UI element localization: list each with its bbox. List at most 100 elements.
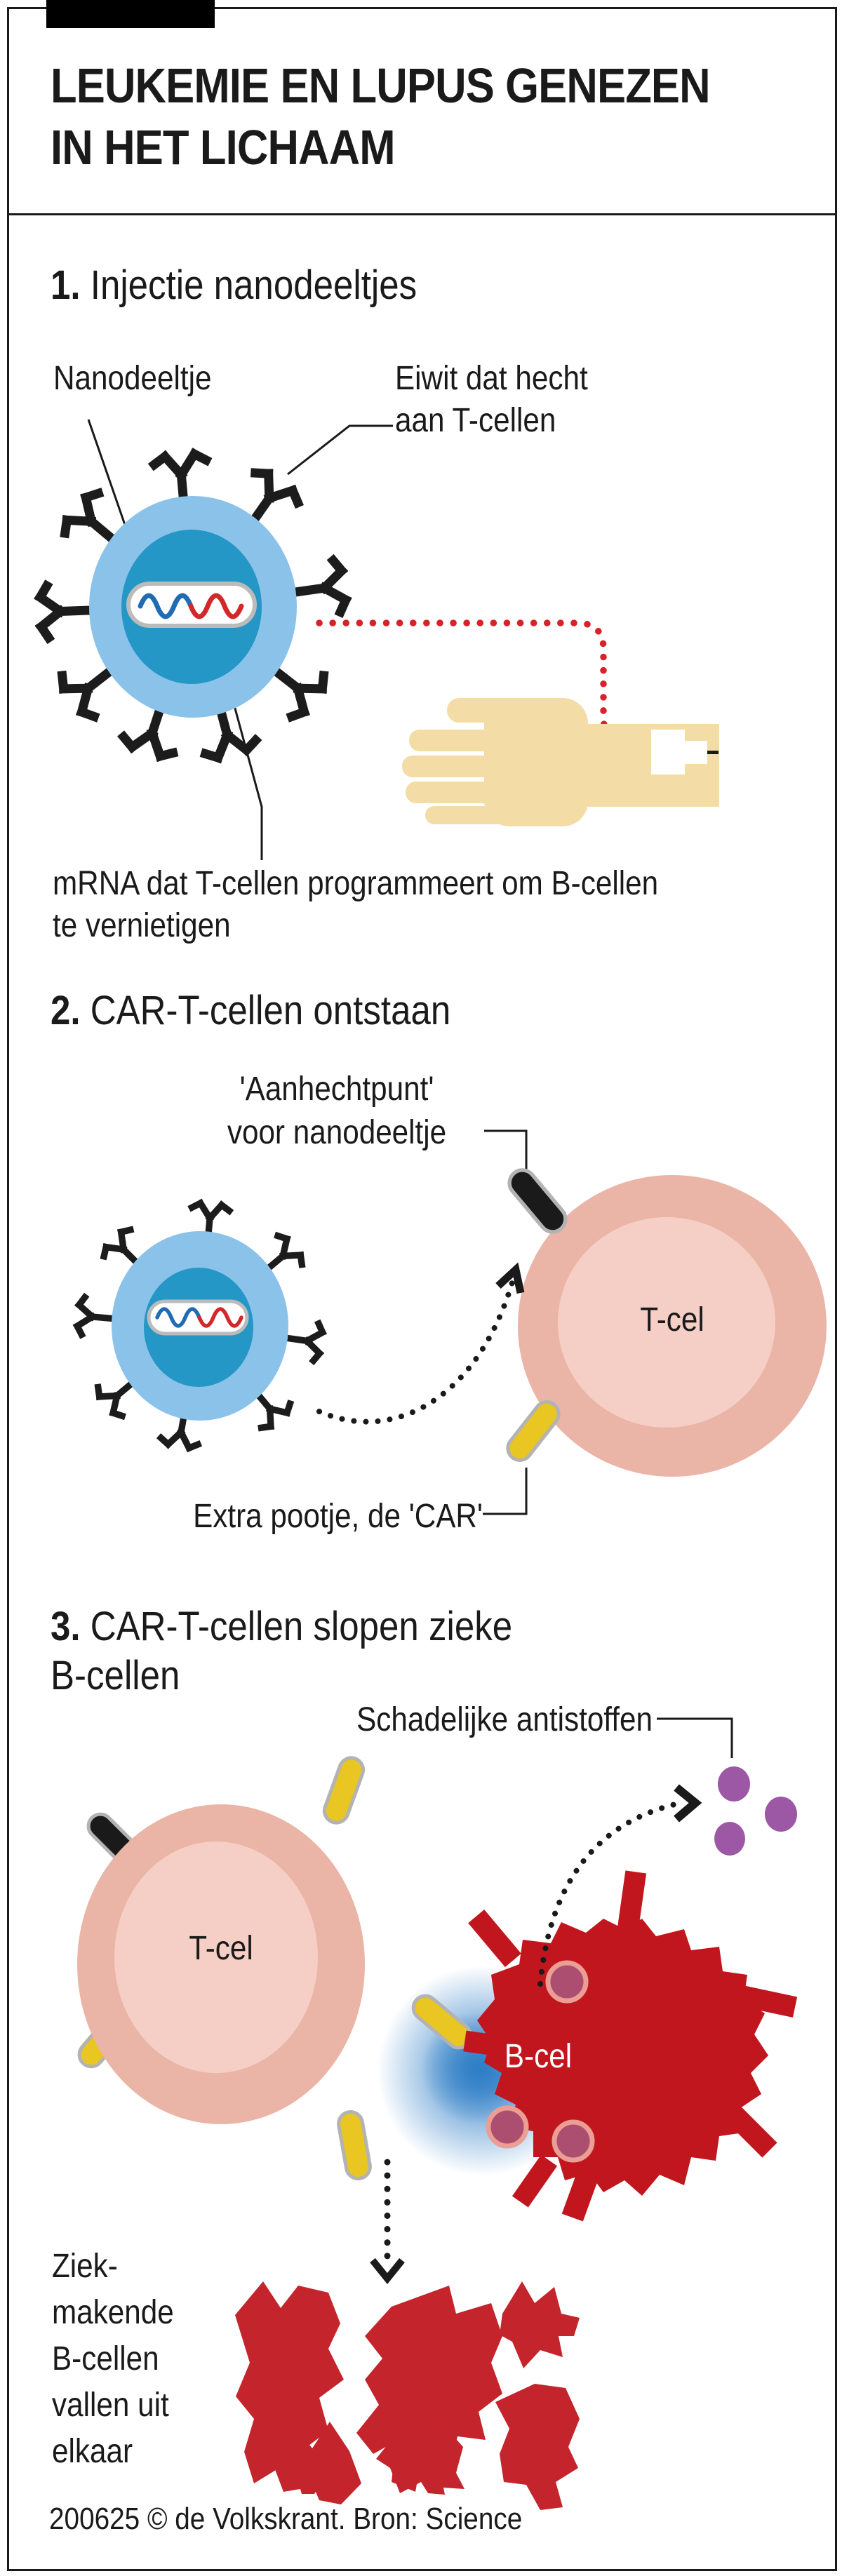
antibody-icon bbox=[295, 560, 347, 617]
nanoparticle-illustration bbox=[40, 453, 347, 760]
finger bbox=[406, 781, 509, 803]
antibody-dot bbox=[765, 1797, 797, 1832]
release-dotted-route bbox=[537, 1802, 678, 1987]
release-arrowhead-icon bbox=[674, 1784, 702, 1823]
mrna-label-line1: mRNA dat T-cellen programmeert om B-cell… bbox=[53, 865, 659, 902]
fragments-label-line: vallen uit bbox=[52, 2387, 169, 2424]
binding-arrowhead-icon bbox=[495, 1262, 525, 1294]
fragments-label: Ziek- makende B-cellen vallen uit elkaar bbox=[52, 2243, 174, 2475]
tcell-core bbox=[114, 1842, 318, 2073]
cell-fragments bbox=[235, 2281, 580, 2510]
step1-number: 1. bbox=[51, 262, 81, 308]
fragments-label-line: Ziek- bbox=[52, 2248, 118, 2285]
step2-heading: 2. CAR-T-cellen ontstaan bbox=[51, 986, 450, 1035]
antibody-dot bbox=[718, 1766, 750, 1802]
tcell-step2-illustration bbox=[503, 1165, 827, 1477]
page-title-line2: IN HET LICHAAM bbox=[51, 120, 396, 175]
binding-dotted-route bbox=[316, 1280, 515, 1425]
syringe-icon bbox=[651, 730, 719, 774]
attachment-leader-line bbox=[484, 1129, 528, 1184]
title-divider-line bbox=[7, 213, 835, 215]
step2-heading-text: CAR-T-cellen ontstaan bbox=[90, 988, 451, 1033]
nanoparticle-leader-line bbox=[87, 419, 126, 525]
tcell-label-step2: T-cel bbox=[640, 1301, 704, 1339]
protein-leader-line bbox=[287, 424, 393, 476]
car-label: Extra pootje, de 'CAR' bbox=[193, 1498, 483, 1535]
mrna-wave-red bbox=[197, 1307, 243, 1328]
mrna-label: mRNA dat T-cellen programmeert om B-cell… bbox=[53, 863, 658, 947]
mrna-wave-blue bbox=[138, 593, 194, 619]
bcell-nucleus bbox=[545, 1960, 589, 2004]
finger bbox=[425, 806, 509, 824]
attachment-label-line2: voor nanodeeltje bbox=[227, 1114, 447, 1151]
attachment-label-line1: 'Aanhechtpunt' bbox=[239, 1071, 434, 1108]
page-title-line1: LEUKEMIE EN LUPUS GENEZEN bbox=[51, 58, 711, 113]
antibody-icon bbox=[40, 584, 87, 638]
mrna-wave-blue bbox=[155, 1307, 201, 1328]
harmful-antibody-dots bbox=[714, 1766, 797, 1856]
bcell-nucleus bbox=[486, 2105, 529, 2149]
mrna-wave-red bbox=[188, 593, 244, 619]
car-receptor-capsule bbox=[503, 1397, 563, 1465]
breakdown-arrowhead-icon bbox=[370, 2258, 405, 2284]
harmful-antibodies-label: Schadelijke antistoffen bbox=[356, 1701, 653, 1738]
fragment bbox=[274, 2422, 361, 2504]
step1-heading: 1. Injectie nanodeeltjes bbox=[51, 261, 417, 310]
attachment-label: 'Aanhechtpunt' voor nanodeeltje bbox=[207, 1068, 467, 1155]
fragment bbox=[235, 2281, 344, 2483]
tcell-label-step3: T-cel bbox=[189, 1930, 253, 1967]
antibody-release-arrow bbox=[537, 1784, 702, 1987]
step2-number: 2. bbox=[51, 988, 81, 1033]
protein-label-line1: Eiwit dat hecht bbox=[395, 360, 588, 397]
step3-number: 3. bbox=[51, 1604, 81, 1649]
tcell-core bbox=[558, 1217, 775, 1428]
step3-heading-text: CAR-T-cellen slopen zieke bbox=[90, 1604, 513, 1649]
nanoparticle-label: Nanodeeltje bbox=[53, 360, 212, 397]
fragments-label-line: elkaar bbox=[52, 2433, 133, 2470]
nanoparticle-small-illustration bbox=[76, 1202, 323, 1449]
fragment bbox=[500, 2281, 580, 2368]
attachment-point-capsule bbox=[504, 1165, 571, 1237]
protein-label-line2: aan T-cellen bbox=[395, 402, 556, 439]
bcell-illustration bbox=[463, 1870, 798, 2222]
palm bbox=[484, 698, 588, 826]
hand-illustration bbox=[402, 698, 719, 826]
antibody-icon bbox=[76, 1297, 112, 1337]
thumb bbox=[447, 698, 559, 723]
antibody-dot bbox=[714, 1822, 745, 1856]
fragment bbox=[495, 2384, 580, 2510]
bcell-nuclei bbox=[486, 1960, 595, 2163]
mrna-label-line2: te vernietigen bbox=[53, 907, 231, 944]
arm bbox=[575, 724, 719, 807]
page-title: LEUKEMIE EN LUPUS GENEZEN IN HET LICHAAM bbox=[51, 55, 711, 178]
finger bbox=[402, 756, 509, 777]
bcell-label: B-cel bbox=[504, 2038, 573, 2075]
step1-heading-text: Injectie nanodeeltjes bbox=[90, 262, 417, 308]
bcell-spike bbox=[512, 2154, 558, 2208]
credit-line: 200625 © de Volkskrant. Bron: Science bbox=[49, 2502, 523, 2536]
bcell-spike bbox=[732, 1984, 798, 2018]
step3-heading-line1: 3. CAR-T-cellen slopen zieke bbox=[51, 1602, 512, 1651]
protein-label: Eiwit dat hecht aan T-cellen bbox=[395, 358, 588, 442]
binding-arrow bbox=[316, 1262, 525, 1425]
finger bbox=[409, 730, 509, 751]
step3-heading: 3. CAR-T-cellen slopen zieke B-cellen bbox=[51, 1602, 512, 1700]
fragments-label-line: B-cellen bbox=[52, 2340, 159, 2377]
antibody-icon bbox=[286, 1320, 323, 1361]
bcell-spike bbox=[468, 1909, 521, 1968]
car-leader-line bbox=[483, 1468, 528, 1515]
bcell-spike bbox=[616, 1870, 647, 1936]
page-border bbox=[7, 7, 837, 2571]
antibodies-leader-line bbox=[657, 1717, 733, 1758]
car-receptor-capsule bbox=[321, 1755, 367, 1826]
breakdown-arrow bbox=[370, 2159, 405, 2284]
fragment bbox=[376, 2413, 465, 2495]
logo-placeholder bbox=[46, 0, 215, 28]
antibody-icon bbox=[154, 453, 209, 502]
fragments-label-line: makende bbox=[52, 2294, 174, 2331]
bcell-nucleus bbox=[552, 2119, 595, 2163]
car-receptor-capsule bbox=[337, 2110, 372, 2180]
tcell-step3-illustration bbox=[74, 1755, 588, 2180]
